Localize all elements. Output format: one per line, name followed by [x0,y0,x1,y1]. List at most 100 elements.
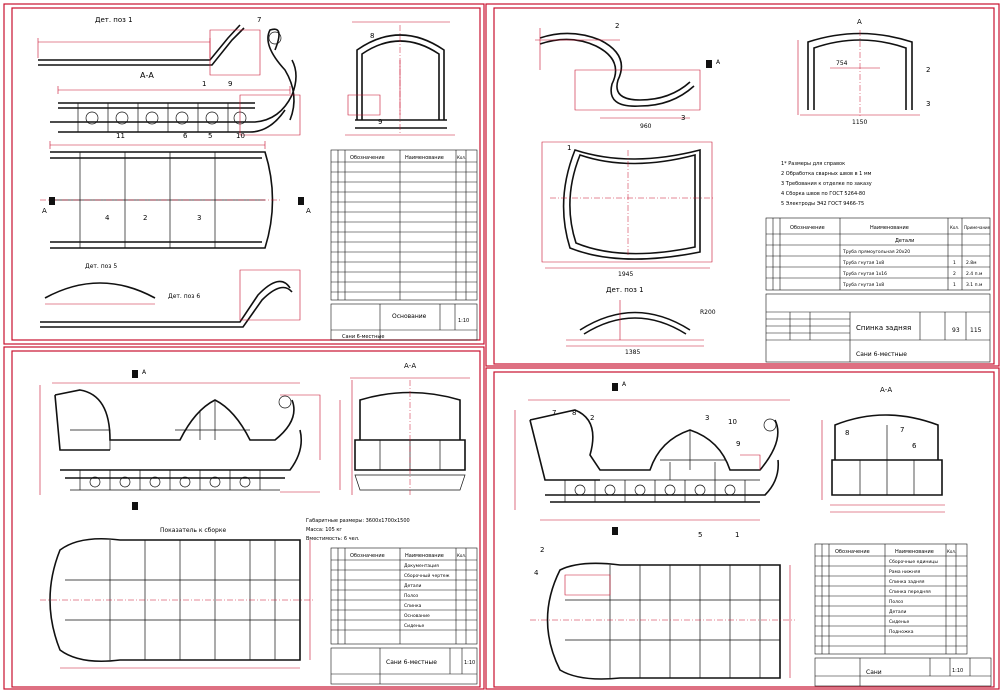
spec2-row-3-qty: 2 [953,271,956,277]
sheet4-view-arrow-top [612,383,618,391]
detail-6-bend-box [239,269,301,321]
spec2-header-qty: Кол. [950,225,959,230]
sheet3-view-mark-top: А [142,369,147,376]
spec2-row-2-note: 2.8м [966,260,977,266]
section-dimensions [339,377,470,495]
s4-callout-9: 9 [736,440,740,448]
detail-1-dimension [37,38,211,58]
sheet2-title-block: Спинка задняя 93 115 Сани 6-местные [765,293,991,363]
sheet3-notes: Габаритные размеры: 3600х1700х1500 Масса… [306,518,410,542]
callout-11: 11 [116,132,125,140]
spec2-row-4-qty: 1 [953,282,956,288]
sheet-frames [3,3,1000,690]
front-view-dimensions [345,21,455,136]
callout-3: 3 [681,114,685,122]
plan-outline [49,537,301,663]
spec2-row-1: Труба прямоугольная 20х20 [842,249,910,255]
detail-1-runner [38,24,241,61]
s4-callout-1: 1 [735,531,739,539]
sheet2-frame [485,3,1000,367]
detail-6-runner-inner [40,286,293,328]
spec2-row-4: Труба гнутая 1х8 [842,282,884,288]
detail-pos1-title: Дет. поз 1 [606,286,644,294]
sheet1: Дет. поз 1 А-А 7 8 1 9 11 6 5 10 4 [37,16,478,341]
note-3: 3 Требования к отделке по заказу [781,181,872,187]
spec3-row-2: Детали [404,583,422,589]
sheet4-title-scale: 1:10 [952,668,963,674]
s4-callout-2b: 2 [540,546,544,554]
sheet4-title-name: Сани [866,669,882,676]
sheet4-base-frame [555,479,760,502]
sheet3-section-label: А-А [404,362,416,370]
sheet3-view-arrow-bottom [132,502,138,510]
spec4-row-6: Сиденье [889,619,910,625]
dim-1150: 1150 [852,119,867,126]
detail-1-plan-dims [541,141,713,269]
view-title-a: А [857,18,862,26]
sheet4-side-body [529,409,779,471]
front-view-arch-inner [361,40,440,120]
spec4-header-name: Наименование [895,549,934,555]
detail-pos1-arch-inner [583,317,687,335]
sheet4-spec-table: Обозначение Наименование Кол. Сборочные … [814,543,968,655]
spec3-header-qty: Кол. [457,553,466,558]
assembly-seats [70,400,250,450]
detail-pos1-arch [579,311,691,331]
sheet4-section-body [831,459,943,496]
dim-960: 960 [640,123,652,130]
spec2-header-designation: Обозначение [790,225,825,231]
sheet3-inner-frame [11,350,481,688]
front-curl-scroll [268,31,282,45]
note-4: 4 Сборка швов по ГОСТ 5264-80 [781,191,865,197]
dim-1945: 1945 [618,271,633,278]
callout-6: 6 [183,132,188,140]
spec4-row-4: Полоз [889,599,904,605]
callout-5: 5 [208,132,212,140]
detail-pos1-dims [566,300,704,347]
sheet3-title-name: Сани 6-местные [386,659,437,666]
spec3-row-4: Спинка [404,603,422,609]
sheet1-title-scale: 1:10 [458,318,469,324]
assembly-dimensions [39,382,321,495]
s4-callout-7: 7 [552,409,556,417]
spec4-row-5: Детали [889,609,907,615]
spec-header-name: Наименование [405,155,444,161]
sheet4-inner-frame [493,371,995,688]
spec4-header-designation: Обозначение [835,549,870,555]
view-mark-a: А [716,59,721,66]
detail-1-plan-inner [569,153,696,255]
side-member-dimensions [535,28,701,119]
spec4-row-7: Подножка [889,629,914,635]
sheet4-seats [660,430,725,480]
sheet1-detail-title: Дет. поз 1 [95,16,133,24]
spec4-row-2: Спинка задняя [889,579,925,585]
s4-callout-5: 5 [698,531,702,539]
sheet2-spec-table: Обозначение Наименование Кол. Примечание… [765,217,991,291]
spec4-row-1: Рама нижняя [889,569,921,575]
s4-callout-8: 8 [572,409,576,417]
spec2-row-2-qty: 1 [953,260,956,266]
sheet1-title-name: Основание [392,313,427,320]
sheet3-frame [3,346,485,690]
view-arrow-a [706,60,712,68]
spec2-header-name: Наименование [870,225,909,231]
front-bend-dim-box [239,94,301,136]
sheet4-dimensions [514,399,790,521]
sheet1-frame [3,3,485,345]
sled-top-rail [58,102,255,109]
back-arch-dimensions [797,40,920,116]
callout-2b: 2 [926,66,930,74]
callout-4: 4 [105,214,110,222]
callout-1: 1 [567,144,571,152]
side-member-curve [539,32,691,101]
plan-view-dimension [49,141,266,149]
sheet1-inner-frame [11,7,481,341]
spec2-row-0: Детали [895,238,914,244]
sheet3: А А-А Габаритные размеры: 3600х1700х1500… [39,362,478,685]
sheet2-notes: 1* Размеры для справок 2 Обработка сварн… [781,161,872,207]
section-body [354,439,466,471]
spec-header-qty: Кол. [457,155,466,160]
spec3-row-1: Сборочный чертеж [404,572,450,579]
sheet4-scrolls [574,418,777,496]
